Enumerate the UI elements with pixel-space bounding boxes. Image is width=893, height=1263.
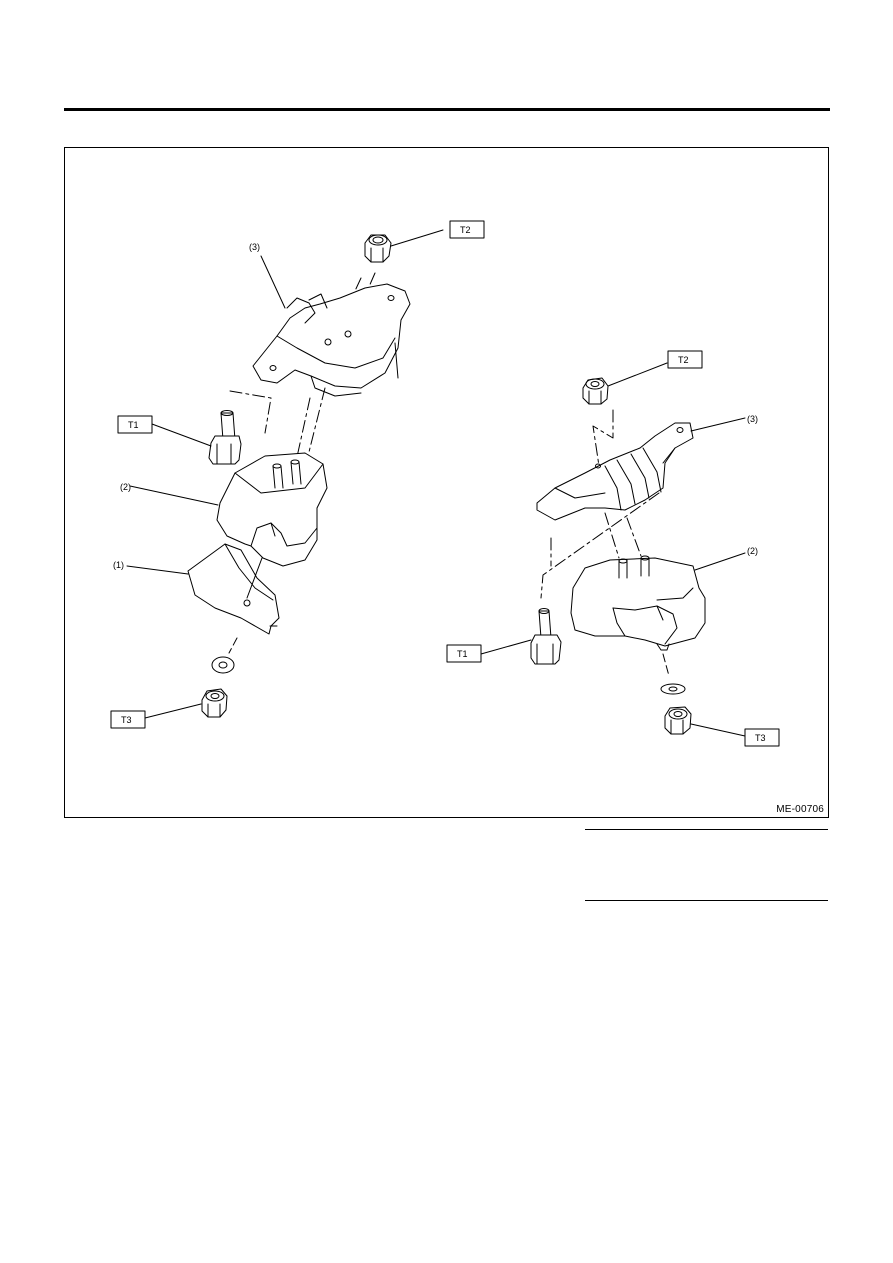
right-t2-leader (607, 362, 668, 387)
right-bracket-3 (536, 422, 694, 521)
left-t2-nut (364, 234, 392, 263)
left-1-stud (246, 557, 263, 599)
left-3-leader (260, 255, 286, 309)
left-washer (211, 656, 235, 674)
right-t3-label: T3 (755, 733, 766, 743)
left-t2-label: T2 (460, 225, 471, 235)
right-dash-d (604, 512, 620, 559)
right-t3-leader (690, 723, 746, 737)
note-rule-top (585, 829, 828, 830)
right-dash-f (662, 653, 670, 677)
left-callout-3: (3) (249, 242, 260, 252)
right-mount-2 (570, 555, 706, 651)
left-t3-leader (144, 703, 202, 719)
left-dash-c (229, 390, 272, 434)
left-dash-f (228, 637, 238, 654)
right-t3-nut (664, 706, 692, 735)
left-mount-2 (216, 452, 328, 567)
left-callout-1: (1) (113, 560, 124, 570)
left-t3-box: T3 (110, 710, 146, 729)
right-t2-box: T2 (667, 350, 703, 369)
right-3-leader (690, 417, 746, 432)
left-1-leader (126, 565, 189, 575)
left-callout-2: (2) (120, 482, 131, 492)
right-t1-bolt (530, 608, 562, 665)
right-dash-e (626, 517, 642, 557)
left-t2-leader (390, 229, 444, 247)
right-t1-leader (480, 639, 532, 655)
right-t1-box: T1 (446, 644, 482, 663)
left-2-leader (129, 485, 219, 506)
left-plate-1 (187, 543, 280, 635)
mount-diagram: T2 (3) (110, 220, 780, 747)
right-dash-a (592, 409, 614, 467)
right-t2-label: T2 (678, 355, 689, 365)
left-bracket-3 (252, 283, 411, 397)
left-t1-leader (151, 423, 212, 447)
right-callout-3: (3) (747, 414, 758, 424)
left-t1-bolt (208, 410, 242, 465)
right-t3-box: T3 (744, 728, 780, 747)
left-t3-nut (201, 688, 228, 718)
left-t1-label: T1 (128, 420, 139, 430)
right-t1-label: T1 (457, 649, 468, 659)
note-rule-bottom (585, 900, 828, 901)
figure-code: ME-00706 (776, 804, 824, 815)
right-2-leader (694, 552, 746, 571)
right-callout-2: (2) (747, 546, 758, 556)
left-t1-box: T1 (117, 415, 153, 434)
right-washer (660, 683, 686, 695)
left-t3-label: T3 (121, 715, 132, 725)
left-t2-box: T2 (449, 220, 485, 239)
header-rule (64, 108, 830, 111)
right-dash-c (540, 492, 660, 599)
exploded-view-figure: T2 (3) (64, 147, 829, 818)
right-t2-nut (582, 377, 609, 405)
